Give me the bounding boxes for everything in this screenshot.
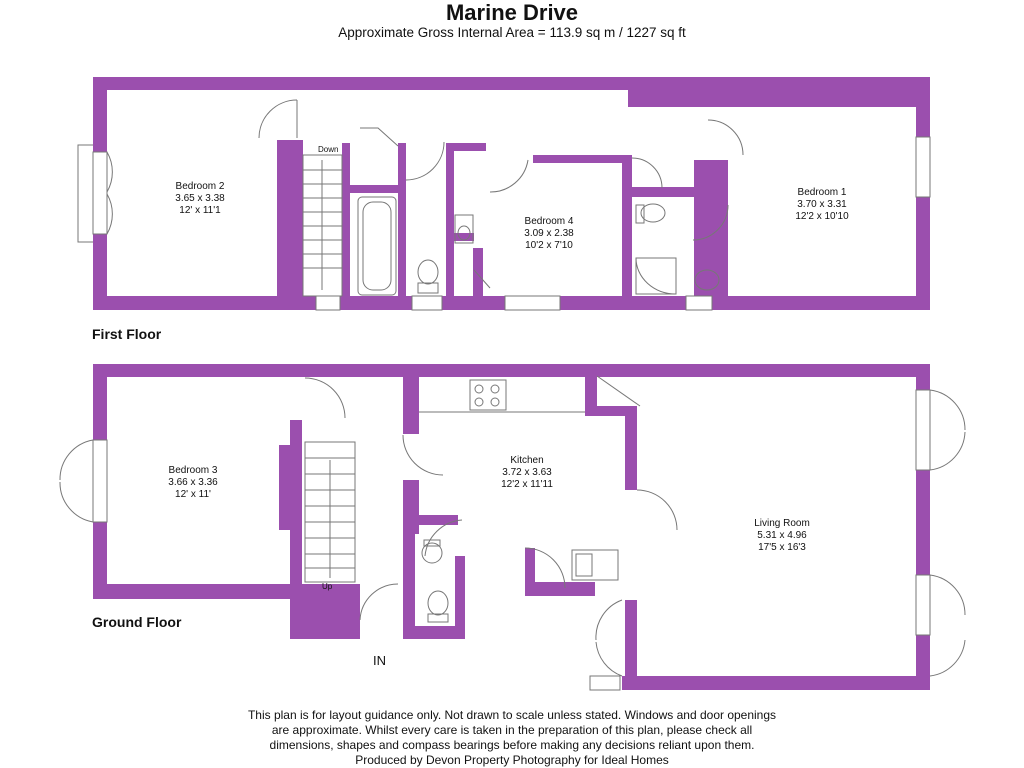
room-metric: 3.72 x 3.63 (502, 467, 552, 478)
plan-title: Marine Drive (445, 0, 579, 25)
room-label-bedroom-4: Bedroom 4 3.09 x 2.38 10'2 x 7'10 (524, 216, 573, 252)
gross-area-subtitle: Approximate Gross Internal Area = 113.9 … (338, 25, 686, 40)
room-imperial: 12' x 11'1 (179, 205, 221, 216)
room-label-kitchen: Kitchen 3.72 x 3.63 12'2 x 11'11 (501, 455, 553, 491)
disclaimer-line: are approximate. Whilst every care is ta… (271, 723, 753, 737)
room-metric: 3.70 x 3.31 (797, 199, 847, 210)
room-metric: 5.31 x 4.96 (757, 530, 807, 541)
room-name: Bedroom 3 (168, 465, 218, 476)
first-floor-fixtures (77, 99, 744, 297)
room-imperial: 12' x 11' (175, 489, 211, 500)
first-floor-openings (92, 136, 931, 311)
room-name: Bedroom 1 (797, 187, 847, 198)
room-imperial: 12'2 x 11'11 (501, 479, 553, 490)
disclaimer-line: dimensions, shapes and compass bearings … (269, 738, 755, 752)
ground-floor-fixtures (59, 375, 966, 677)
room-name: Living Room (754, 518, 810, 529)
room-label-bedroom-3: Bedroom 3 3.66 x 3.36 12' x 11' (168, 465, 217, 501)
room-label-bedroom-1: Bedroom 1 3.70 x 3.31 12'2 x 10'10 (795, 187, 848, 223)
room-name: Bedroom 2 (175, 181, 225, 192)
stairs-down-label: Down (318, 145, 339, 154)
room-metric: 3.66 x 3.36 (168, 477, 218, 488)
room-name: Kitchen (510, 455, 544, 466)
disclaimer-text: This plan is for layout guidance only. N… (0, 708, 1024, 768)
room-name: Bedroom 4 (524, 216, 574, 227)
ground-floor-openings (92, 389, 931, 691)
room-imperial: 17'5 x 16'3 (758, 542, 806, 553)
disclaimer-line: This plan is for layout guidance only. N… (247, 708, 777, 722)
room-label-living-room: Living Room 5.31 x 4.96 17'5 x 16'3 (754, 518, 810, 554)
room-imperial: 10'2 x 7'10 (525, 240, 573, 251)
first-floor-label: First Floor (92, 326, 162, 342)
stairs-up-label: Up (322, 582, 333, 591)
room-label-bedroom-2: Bedroom 2 3.65 x 3.38 12' x 11'1 (175, 181, 224, 217)
room-metric: 3.65 x 3.38 (175, 193, 225, 204)
room-imperial: 12'2 x 10'10 (795, 211, 849, 222)
disclaimer-line: Produced by Devon Property Photography f… (355, 753, 669, 767)
entrance-label: IN (373, 653, 386, 668)
room-metric: 3.09 x 2.38 (524, 228, 574, 239)
ground-floor-label: Ground Floor (92, 614, 182, 630)
